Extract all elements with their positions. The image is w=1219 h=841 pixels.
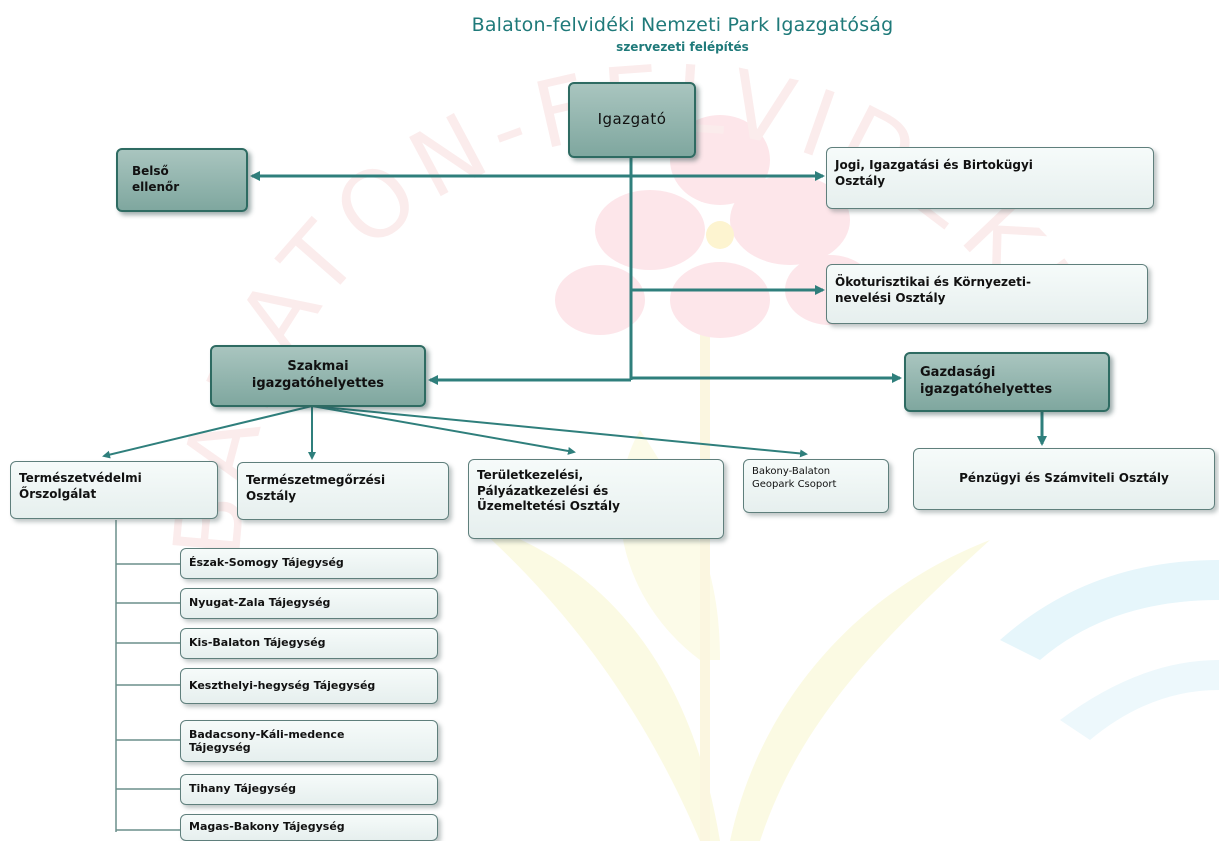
node-nature-conservation-dept-label: Természetmegőrzési Osztály — [246, 473, 386, 503]
node-ecotourism-dept-label: Ökoturisztikai és Környezeti- nevelési O… — [835, 275, 1031, 305]
node-internal-auditor-label: Belső ellenőr — [132, 164, 180, 194]
node-finance-dept: Pénzügyi és Számviteli Osztály — [913, 448, 1215, 510]
node-region-2-label: Nyugat-Zala Tájegység — [189, 596, 331, 610]
node-area-management-dept-label: Területkezelési, Pályázatkezelési és Üze… — [477, 468, 620, 514]
node-region-6: Tihany Tájegység — [180, 774, 438, 805]
node-region-1: Észak-Somogy Tájegység — [180, 548, 438, 579]
node-region-1-label: Észak-Somogy Tájegység — [189, 556, 344, 570]
watermark-wave — [1000, 560, 1219, 660]
node-region-5-label: Badacsony-Káli-medence Tájegység — [189, 727, 345, 754]
node-region-7: Magas-Bakony Tájegység — [180, 814, 438, 841]
node-professional-deputy: Szakmai igazgatóhelyettes — [210, 345, 426, 407]
node-legal-dept-label: Jogi, Igazgatási és Birtokügyi Osztály — [835, 158, 1033, 188]
connector-to-nature-guard — [102, 405, 313, 459]
node-internal-auditor: Belső ellenőr — [116, 148, 248, 212]
node-legal-dept: Jogi, Igazgatási és Birtokügyi Osztály — [826, 147, 1154, 209]
watermark-wave — [1060, 660, 1219, 740]
watermark-leaf — [730, 540, 990, 841]
page-title: Balaton-felvidéki Nemzeti Park Igazgatós… — [471, 14, 894, 36]
node-nature-conservation-dept: Természetmegőrzési Osztály — [237, 462, 449, 520]
connector-to-area-management — [311, 405, 576, 455]
node-geopark-group: Bakony-Balaton Geopark Csoport — [743, 459, 889, 513]
node-economic-deputy-label: Gazdasági igazgatóhelyettes — [920, 365, 1053, 397]
node-region-4-label: Keszthelyi-hegység Tájegység — [189, 678, 376, 692]
node-region-3: Kis-Balaton Tájegység — [180, 628, 438, 659]
node-economic-deputy: Gazdasági igazgatóhelyettes — [904, 352, 1110, 412]
node-director-label: Igazgató — [597, 110, 667, 129]
node-region-3-label: Kis-Balaton Tájegység — [189, 636, 326, 650]
watermark-flower — [555, 115, 875, 338]
node-region-2: Nyugat-Zala Tájegység — [180, 588, 438, 619]
watermark-leaf — [470, 520, 720, 841]
node-professional-deputy-label: Szakmai igazgatóhelyettes — [251, 359, 385, 391]
watermark-stem — [700, 280, 710, 841]
node-region-4: Keszthelyi-hegység Tájegység — [180, 668, 438, 704]
node-region-7-label: Magas-Bakony Tájegység — [189, 820, 345, 834]
node-nature-guard: Természetvédelmi Őrszolgálat — [10, 461, 218, 519]
connector-to-geopark — [311, 405, 808, 458]
node-director: Igazgató — [568, 82, 696, 158]
node-nature-guard-label: Természetvédelmi Őrszolgálat — [19, 471, 142, 501]
node-region-5: Badacsony-Káli-medence Tájegység — [180, 720, 438, 762]
node-region-6-label: Tihany Tájegység — [189, 782, 297, 796]
page-subtitle: szervezeti felépítés — [616, 40, 749, 54]
node-geopark-group-label: Bakony-Balaton Geopark Csoport — [752, 466, 837, 490]
watermark-flower-center — [706, 221, 734, 249]
node-finance-dept-label: Pénzügyi és Számviteli Osztály — [959, 471, 1169, 486]
node-ecotourism-dept: Ökoturisztikai és Környezeti- nevelési O… — [826, 264, 1148, 324]
node-area-management-dept: Területkezelési, Pályázatkezelési és Üze… — [468, 459, 724, 539]
